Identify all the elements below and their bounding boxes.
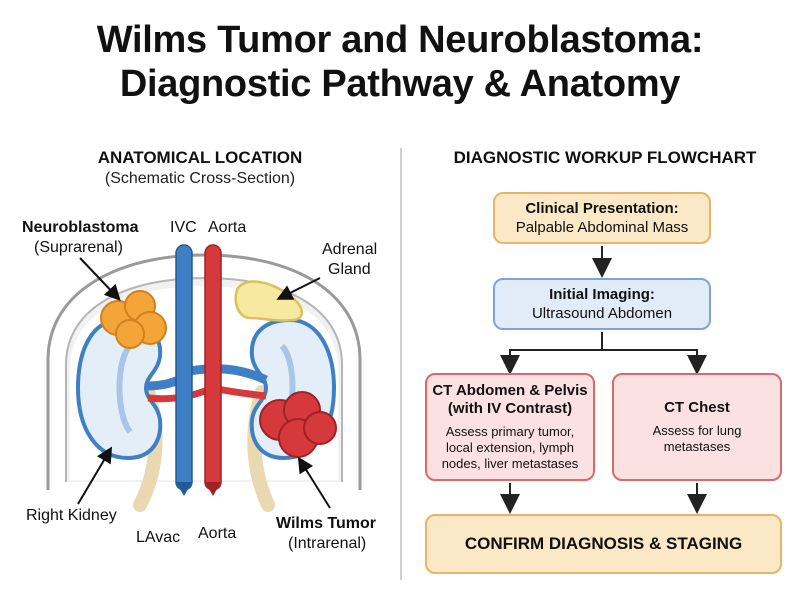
ct-abdomen-desc-2: local extension, lymph <box>446 440 574 455</box>
ct-abdomen-title-2: (with IV Contrast) <box>447 400 573 417</box>
clinical-title: Clinical Presentation: <box>525 199 679 217</box>
confirm-diagnosis-box: CONFIRM DIAGNOSIS & STAGING <box>425 514 782 574</box>
anatomy-heading: ANATOMICAL LOCATION <box>97 148 303 167</box>
ct-chest-desc-1: Assess for lung <box>652 423 742 438</box>
aorta-bottom-label: Aorta <box>198 525 237 542</box>
confirm-title: CONFIRM DIAGNOSIS & STAGING <box>464 534 743 553</box>
ivc-arrow <box>176 482 192 496</box>
flowchart-heading: DIAGNOSTIC WORKUP FLOWCHART <box>453 148 757 167</box>
adrenal-pointer <box>276 277 321 300</box>
right-kidney-pointer <box>77 446 113 505</box>
title-line-2: Diagnostic Pathway & Anatomy <box>119 63 681 105</box>
section-divider <box>400 148 402 580</box>
arrow-imaging-split <box>509 332 698 367</box>
imaging-sub: Ultrasound Abdomen <box>531 304 673 322</box>
clinical-sub: Palpable Abdominal Mass <box>515 218 689 236</box>
aorta-arrow <box>205 482 221 496</box>
page-title: Wilms Tumor and Neuroblastoma: Diagnosti… <box>0 18 800 106</box>
ct-abdomen-pelvis-box: CT Abdomen & Pelvis (with IV Contrast) A… <box>425 373 595 481</box>
title-line-1: Wilms Tumor and Neuroblastoma: <box>96 19 704 61</box>
anatomy-subheading: (Schematic Cross-Section) <box>104 170 296 187</box>
neuroblastoma-sublabel: (Suprarenal) <box>34 239 123 256</box>
neuroblastoma-label: Neuroblastoma <box>22 219 139 236</box>
right-kidney-label: Right Kidney <box>26 507 117 524</box>
imaging-title: Initial Imaging: <box>549 285 655 303</box>
anatomy-diagram <box>46 244 362 512</box>
wilms-sublabel: (Intrarenal) <box>288 535 367 552</box>
neuroblastoma-pointer <box>79 257 121 301</box>
ct-abdomen-desc-1: Assess primary tumor, <box>445 424 575 439</box>
wilms-label: Wilms Tumor <box>276 515 377 532</box>
wilms-pointer <box>297 456 331 509</box>
initial-imaging-box: Initial Imaging: Ultrasound Abdomen <box>493 278 711 330</box>
renal-vein-left <box>183 364 268 385</box>
ivc-label: IVC <box>170 219 197 236</box>
ct-abdomen-desc-3: nodes, liver metastases <box>441 456 579 471</box>
clinical-presentation-box: Clinical Presentation: Palpable Abdomina… <box>493 192 711 244</box>
lavac-label: LAvac <box>136 529 181 546</box>
ct-abdomen-title-1: CT Abdomen & Pelvis <box>432 382 588 399</box>
ct-chest-desc-2: metastases <box>663 439 731 454</box>
ct-abdomen-desc: Assess primary tumor, local extension, l… <box>442 424 579 472</box>
neuroblastoma-mass <box>100 290 167 349</box>
aorta-top-label: Aorta <box>208 219 247 236</box>
ct-chest-title: CT Chest <box>664 399 730 416</box>
adrenal-gland <box>234 280 303 322</box>
adrenal-label-line1: Adrenal <box>322 241 378 258</box>
wilms-tumor-mass <box>259 391 337 458</box>
adrenal-label-line2: Gland <box>328 261 371 278</box>
ct-chest-desc: Assess for lung metastases <box>653 423 742 455</box>
ct-chest-box: CT Chest Assess for lung metastases <box>612 373 782 481</box>
